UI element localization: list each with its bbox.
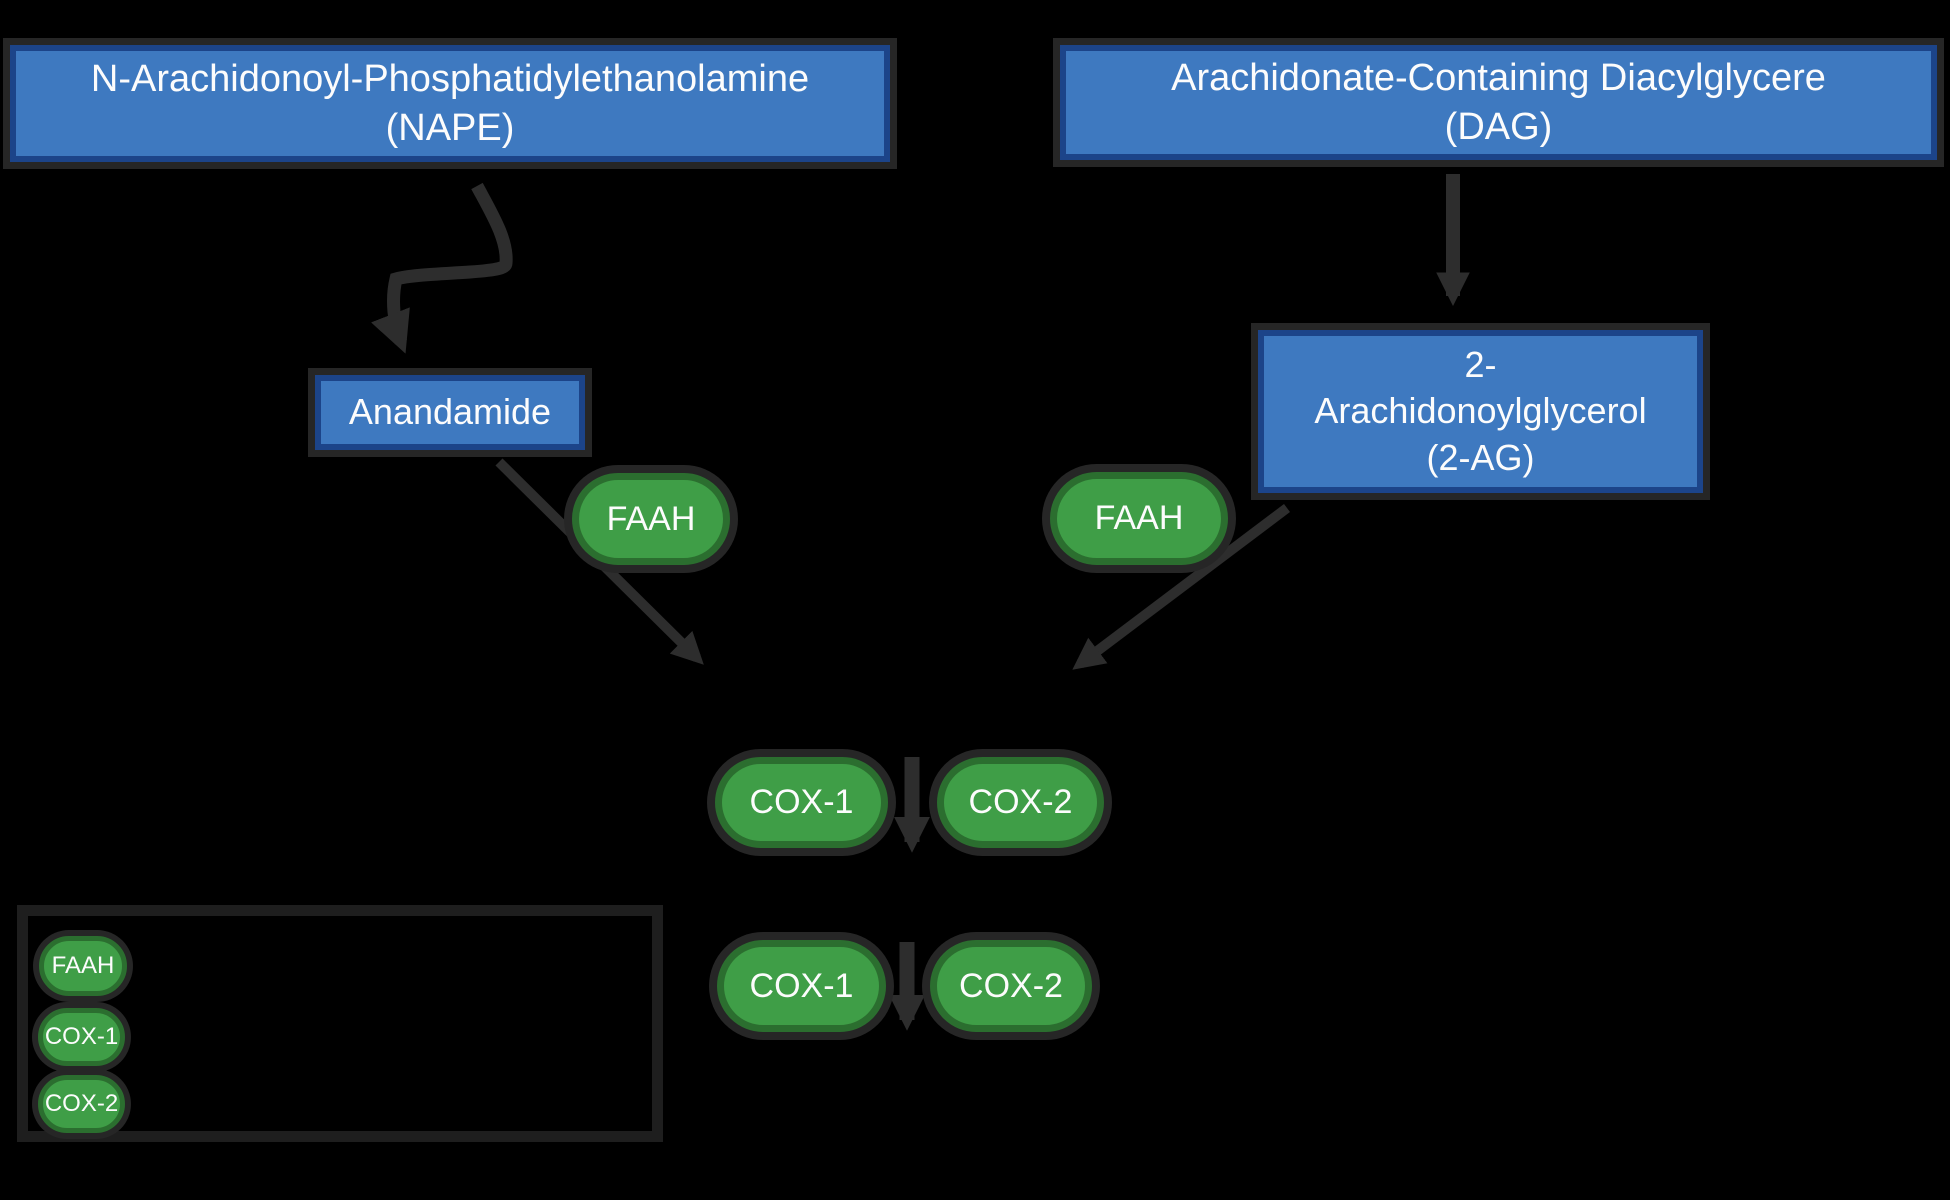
enzyme-label: COX-2 (968, 783, 1073, 821)
node-anandamide: Anandamide (315, 375, 585, 450)
legend-label: COX-1 (44, 1023, 119, 1050)
enzyme-label: FAAH (606, 499, 696, 538)
legend-label: COX-2 (44, 1090, 119, 1117)
legend-label: FAAH (51, 952, 115, 979)
node-nape-label-line2: (NAPE) (385, 106, 515, 149)
node-2ag-label-line1: 2- (1464, 344, 1497, 386)
enzyme-label: COX-2 (959, 966, 1063, 1005)
enzyme-cox2-lower: COX-2 (930, 940, 1092, 1032)
node-dag-label-line2: (DAG) (1444, 105, 1553, 148)
enzyme-cox2-upper: COX-2 (937, 757, 1104, 848)
legend-item-faah: FAAH (39, 936, 127, 996)
enzyme-faah-right: FAAH (1050, 472, 1228, 565)
enzyme-cox1-lower: COX-1 (717, 940, 886, 1032)
node-2ag-label-line3: (2-AG) (1426, 436, 1535, 478)
node-dag-label-line1: Arachidonate-Containing Diacylglycere (1171, 56, 1826, 99)
arrow-2ag-to-cox (1072, 504, 1291, 670)
node-2ag: 2- Arachidonoylglycerol (2-AG) (1258, 330, 1703, 493)
arrow-nape-to-anandamide (371, 182, 513, 354)
node-dag: Arachidonate-Containing Diacylglycere (D… (1060, 45, 1937, 160)
legend-item-cox1: COX-1 (38, 1008, 125, 1066)
node-nape: N-Arachidonoyl-Phosphatidylethanolamine … (10, 45, 890, 162)
enzyme-label: FAAH (1094, 499, 1184, 537)
node-anandamide-label: Anandamide (348, 391, 552, 433)
enzyme-label: COX-1 (749, 966, 854, 1005)
enzyme-label: COX-1 (749, 783, 854, 821)
legend-box: FAAH COX-1 COX-2 (17, 905, 663, 1142)
legend-item-cox2: COX-2 (38, 1075, 125, 1133)
enzyme-faah-left: FAAH (572, 473, 730, 565)
enzyme-cox1-upper: COX-1 (715, 757, 888, 848)
node-2ag-label-line2: Arachidonoylglycerol (1314, 390, 1647, 432)
node-nape-label-line1: N-Arachidonoyl-Phosphatidylethanolamine (90, 57, 810, 100)
